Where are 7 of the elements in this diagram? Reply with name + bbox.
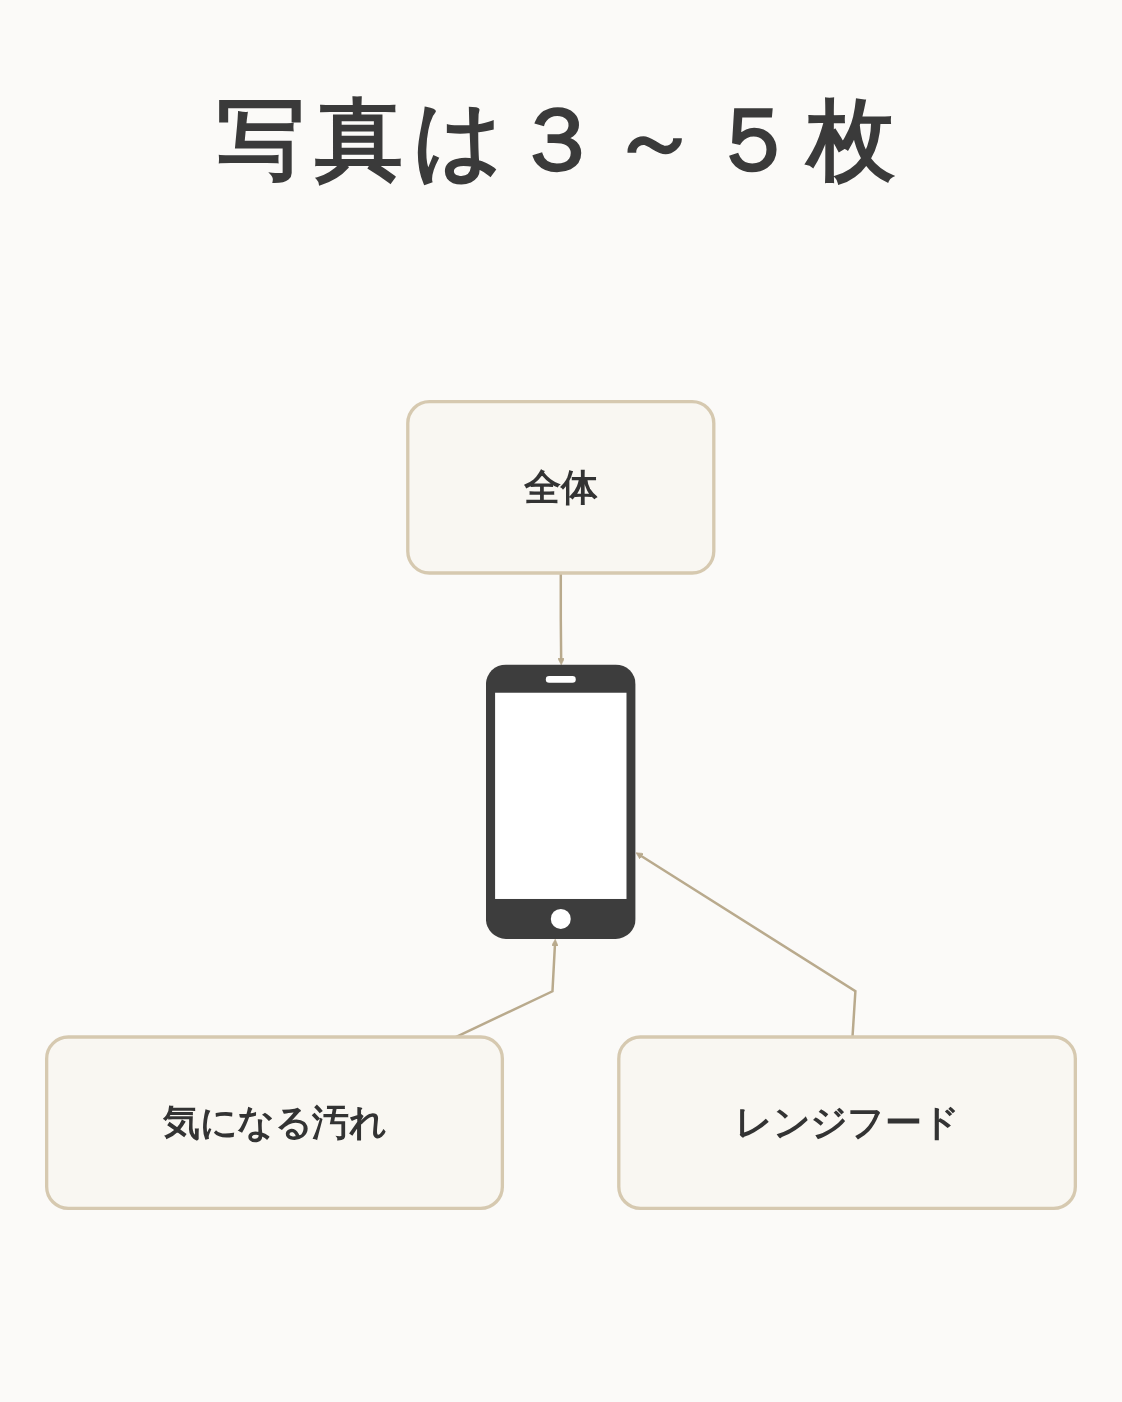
title: 写真は３～５枚 — [216, 87, 906, 193]
node-label: レンジフード — [735, 1100, 959, 1146]
arrow — [635, 852, 857, 1038]
node-label: 全体 — [524, 464, 598, 511]
node-label: 気になる汚れ — [163, 1100, 386, 1146]
node-picture — [485, 664, 636, 939]
arrow — [557, 573, 565, 666]
